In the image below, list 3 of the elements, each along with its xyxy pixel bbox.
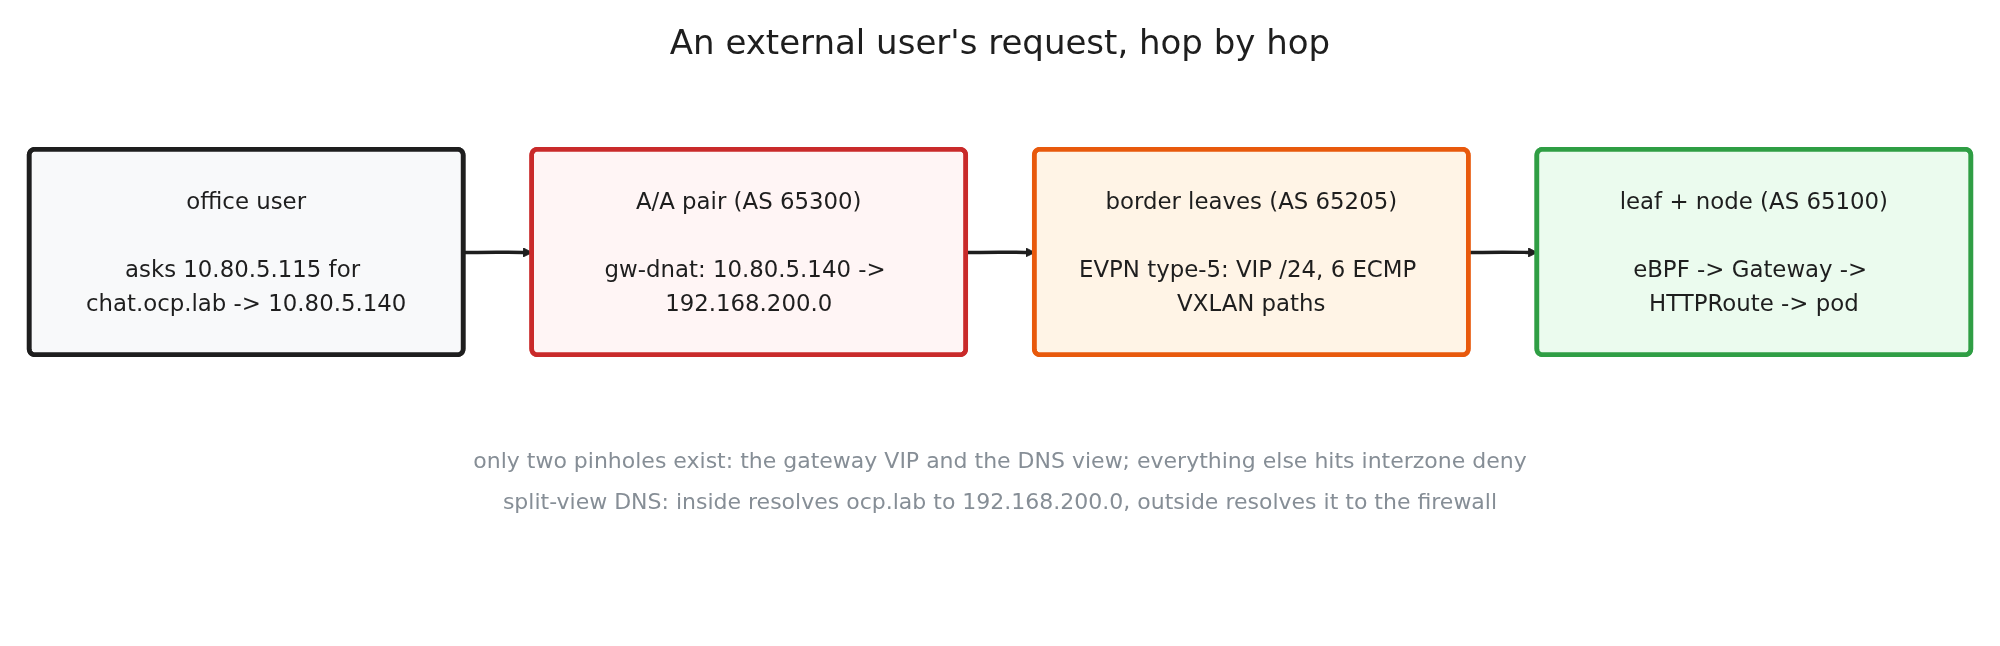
note-text: only two pinholes exist: the gateway VIP and the DNS view; everything else hits interzone deny <box>472 448 1528 473</box>
note-text: split-view DNS: inside resolves ocp.lab to 192.168.200.0, outside resolves it to the firewall <box>501 489 1499 514</box>
diagram-title: An external user's request, hop by hop <box>668 22 1332 62</box>
